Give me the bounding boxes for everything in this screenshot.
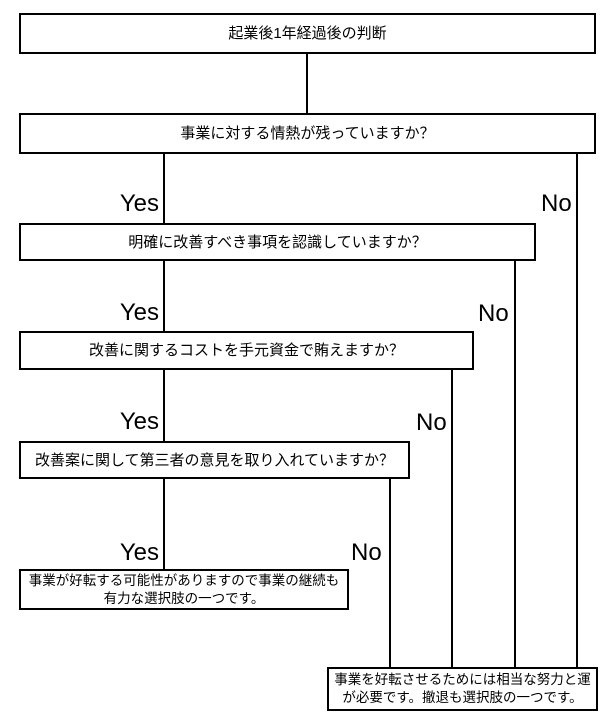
label-q1-no: No (541, 190, 572, 217)
label-q4-no: No (351, 539, 382, 566)
result-box-continue-business: 事業が好転する可能性がありますので事業の継続も有力な選択肢の一つです。 (19, 569, 349, 610)
connector-q4-yes (163, 479, 165, 569)
connector-q3-yes (163, 370, 165, 441)
question-box-passion: 事業に対する情熱が残っていますか？ (19, 113, 596, 154)
title-box: 起業後1年経過後の判断 (19, 13, 596, 54)
connector-title-to-q1 (306, 53, 308, 113)
label-q2-no: No (478, 300, 509, 327)
label-q3-no: No (416, 409, 447, 436)
question-box-cost-funds: 改善に関するコストを手元資金で賄えますか？ (19, 331, 474, 370)
label-q3-yes: Yes (99, 410, 159, 434)
label-q1-yes: Yes (99, 192, 159, 216)
connector-q1-no (576, 154, 578, 667)
connector-q4-no (389, 479, 391, 667)
result-box-withdraw-option: 事業を好転させるためには相当な努力と運が必要です。撤退も選択肢の一つです。 (327, 667, 598, 711)
connector-q1-yes (163, 154, 165, 223)
connector-q2-no (514, 261, 516, 667)
connector-q3-no (451, 370, 453, 667)
connector-q2-yes (163, 261, 165, 331)
question-box-improvement-items: 明確に改善すべき事項を認識していますか？ (19, 223, 536, 261)
question-box-third-party-opinion: 改善案に関して第三者の意見を取り入れていますか？ (19, 441, 410, 479)
label-q2-yes: Yes (99, 301, 159, 325)
label-q4-yes: Yes (99, 541, 159, 565)
